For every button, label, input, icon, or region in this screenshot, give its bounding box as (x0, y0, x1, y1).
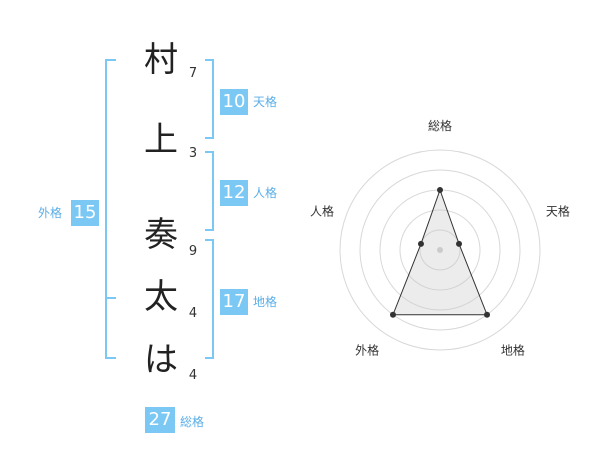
radar-point-5 (417, 240, 424, 247)
stroke-count-3: 9 (188, 244, 198, 259)
name-char-5: は (144, 340, 178, 380)
soukaku-value: 27 (145, 407, 175, 433)
stroke-count-4: 4 (188, 306, 198, 321)
stroke-count-5: 4 (188, 368, 198, 383)
chikaku-label: 地格 (253, 295, 278, 309)
radar-point-1 (437, 187, 443, 193)
gaikaku-label: 外格 (38, 206, 63, 220)
radar-center (437, 247, 443, 253)
name-char-3: 奏 (144, 215, 178, 255)
name-char-2: 上 (144, 120, 178, 160)
stroke-count-1: 7 (188, 66, 198, 81)
name-char-4: 太 (144, 277, 178, 317)
radar-axis-label-1: 総格 (428, 118, 452, 133)
radar-ring-1 (419, 229, 461, 271)
soukaku-label: 総格 (180, 415, 205, 429)
radar-point-2 (456, 240, 463, 247)
jinkaku-value: 12 (220, 180, 248, 206)
radar-ring-5 (339, 149, 541, 351)
jinkaku-bracket (205, 151, 214, 231)
chikaku-value: 17 (220, 289, 248, 315)
radar-axis-label-3: 地格 (501, 342, 525, 357)
radar-axis-label-5: 人格 (310, 204, 334, 219)
gaikaku-bracket (105, 59, 116, 359)
radar-point-4 (389, 311, 396, 318)
tenkaku-bracket (205, 59, 214, 139)
radar-axis-label-2: 天格 (546, 204, 570, 219)
tenkaku-value: 10 (220, 89, 248, 115)
radar-point-3 (484, 311, 491, 318)
radar-ring-2 (399, 209, 481, 291)
gaikaku-value: 15 (71, 200, 99, 226)
radar-axis-label-4: 外格 (355, 342, 379, 357)
tenkaku-label: 天格 (253, 95, 278, 109)
stroke-count-2: 3 (188, 146, 198, 161)
name-char-1: 村 (144, 40, 178, 80)
radar-ring-4 (359, 169, 521, 331)
radar-area (392, 188, 488, 316)
jinkaku-label: 人格 (253, 186, 278, 200)
chikaku-bracket (205, 239, 214, 359)
